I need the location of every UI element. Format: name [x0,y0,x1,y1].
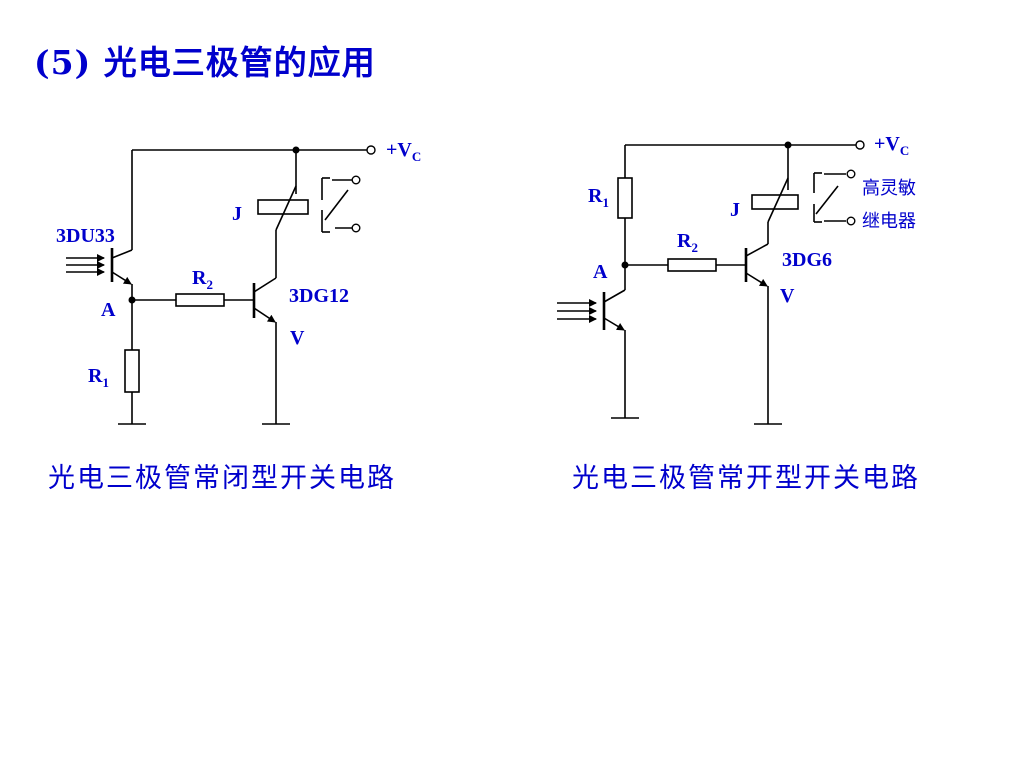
right-v-label: V [780,285,795,307]
left-relay-label: J [232,203,242,225]
left-vcc-label: +VC [386,139,421,164]
left-r1-resistor [124,349,140,393]
right-r2-resistor [625,258,746,272]
left-v-label: V [290,327,305,349]
right-caption: 光电三极管常开型开关电路 [572,463,920,494]
left-circuit: +VC J 3DU33 A R2 R1 3DG12 V [56,139,421,425]
right-r1-resistor [617,145,633,265]
right-node-a-label: A [593,261,608,283]
title-text: 光电三极管的应用 [103,43,376,82]
left-r1-label: R1 [88,365,109,390]
right-phototransistor [557,265,639,419]
right-transistor-label: 3DG6 [782,249,832,271]
left-phototransistor-label: 3DU33 [56,225,115,247]
right-vcc-rail [625,140,865,150]
right-circuit: +VC J 高灵敏 继电器 R1 R2 A 3DG6 V [557,133,916,425]
title-number: (5) [34,43,92,82]
left-caption: 光电三极管常闭型开关电路 [48,463,396,494]
right-relay-contact [813,169,856,226]
right-r2-label: R2 [677,230,698,255]
left-transistor-label: 3DG12 [289,285,349,307]
left-node-a [118,296,146,425]
left-node-a-label: A [101,299,116,321]
left-r2-label: R2 [192,267,213,292]
left-r2-resistor [132,293,254,307]
left-relay-coil [257,150,309,231]
slide-title: (5) 光电三极管的应用 [34,36,376,84]
right-relay-label: J [730,199,740,221]
left-vcc-rail [132,145,376,155]
right-relay-desc-1: 高灵敏 [862,178,916,199]
right-r1-label: R1 [588,185,609,210]
left-relay-contact [321,175,361,233]
right-relay-desc-2: 继电器 [862,211,916,232]
right-relay-coil [751,145,799,223]
left-transistor-3dg12 [252,230,290,425]
right-vcc-label: +VC [874,133,909,158]
right-transistor-3dg6 [744,222,782,425]
